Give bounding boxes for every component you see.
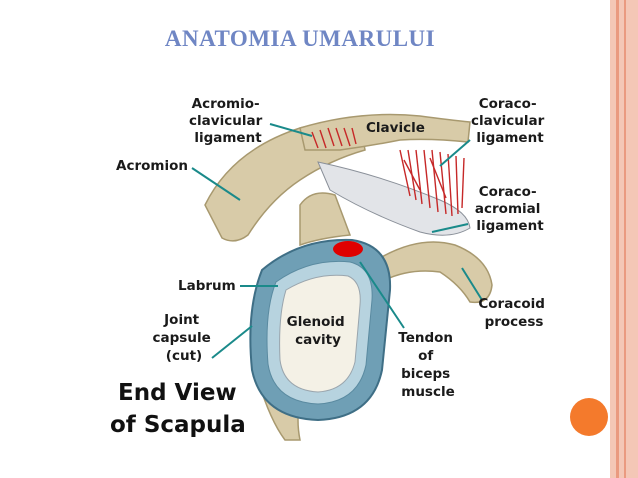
coracoclavicular-ligament-label: Coraco- clavicular ligament <box>471 96 549 146</box>
scapula-neck <box>299 192 352 247</box>
biceps-tendon-label: Tendon of biceps muscle <box>398 330 457 400</box>
glenoid-cavity-label: Glenoid cavity <box>287 314 350 348</box>
orange-dot <box>570 398 608 436</box>
glenoid-cavity <box>279 274 361 393</box>
coracoacromial-ligament-label: Coraco- acromial ligament <box>475 184 545 234</box>
acromion-bone <box>204 120 366 242</box>
coracoacromial-ligament <box>317 161 471 236</box>
diagram-caption: End View of Scapula <box>110 380 246 438</box>
biceps-tendon-spot <box>333 241 363 257</box>
joint-capsule-label: Joint capsule (cut) <box>153 312 216 364</box>
coracoclavicular-fibers <box>399 149 465 217</box>
acromion-label: Acromion <box>116 158 188 174</box>
leader-lines <box>191 123 483 359</box>
coracoid-process-label: Coracoid process <box>478 296 549 330</box>
side-bar-inner-2 <box>624 0 626 478</box>
labrum-label: Labrum <box>178 278 236 294</box>
clavicle-bone <box>299 113 471 151</box>
coracoid-bone <box>379 241 493 304</box>
side-bar-inner <box>616 0 619 478</box>
acromioclavicular-fibers <box>311 127 357 149</box>
acromioclavicular-ligament-label: Acromio- clavicular ligament <box>189 96 267 146</box>
clavicle-label: Clavicle <box>366 120 425 136</box>
slide-title: ANATOMIA UMARULUI <box>164 26 436 51</box>
